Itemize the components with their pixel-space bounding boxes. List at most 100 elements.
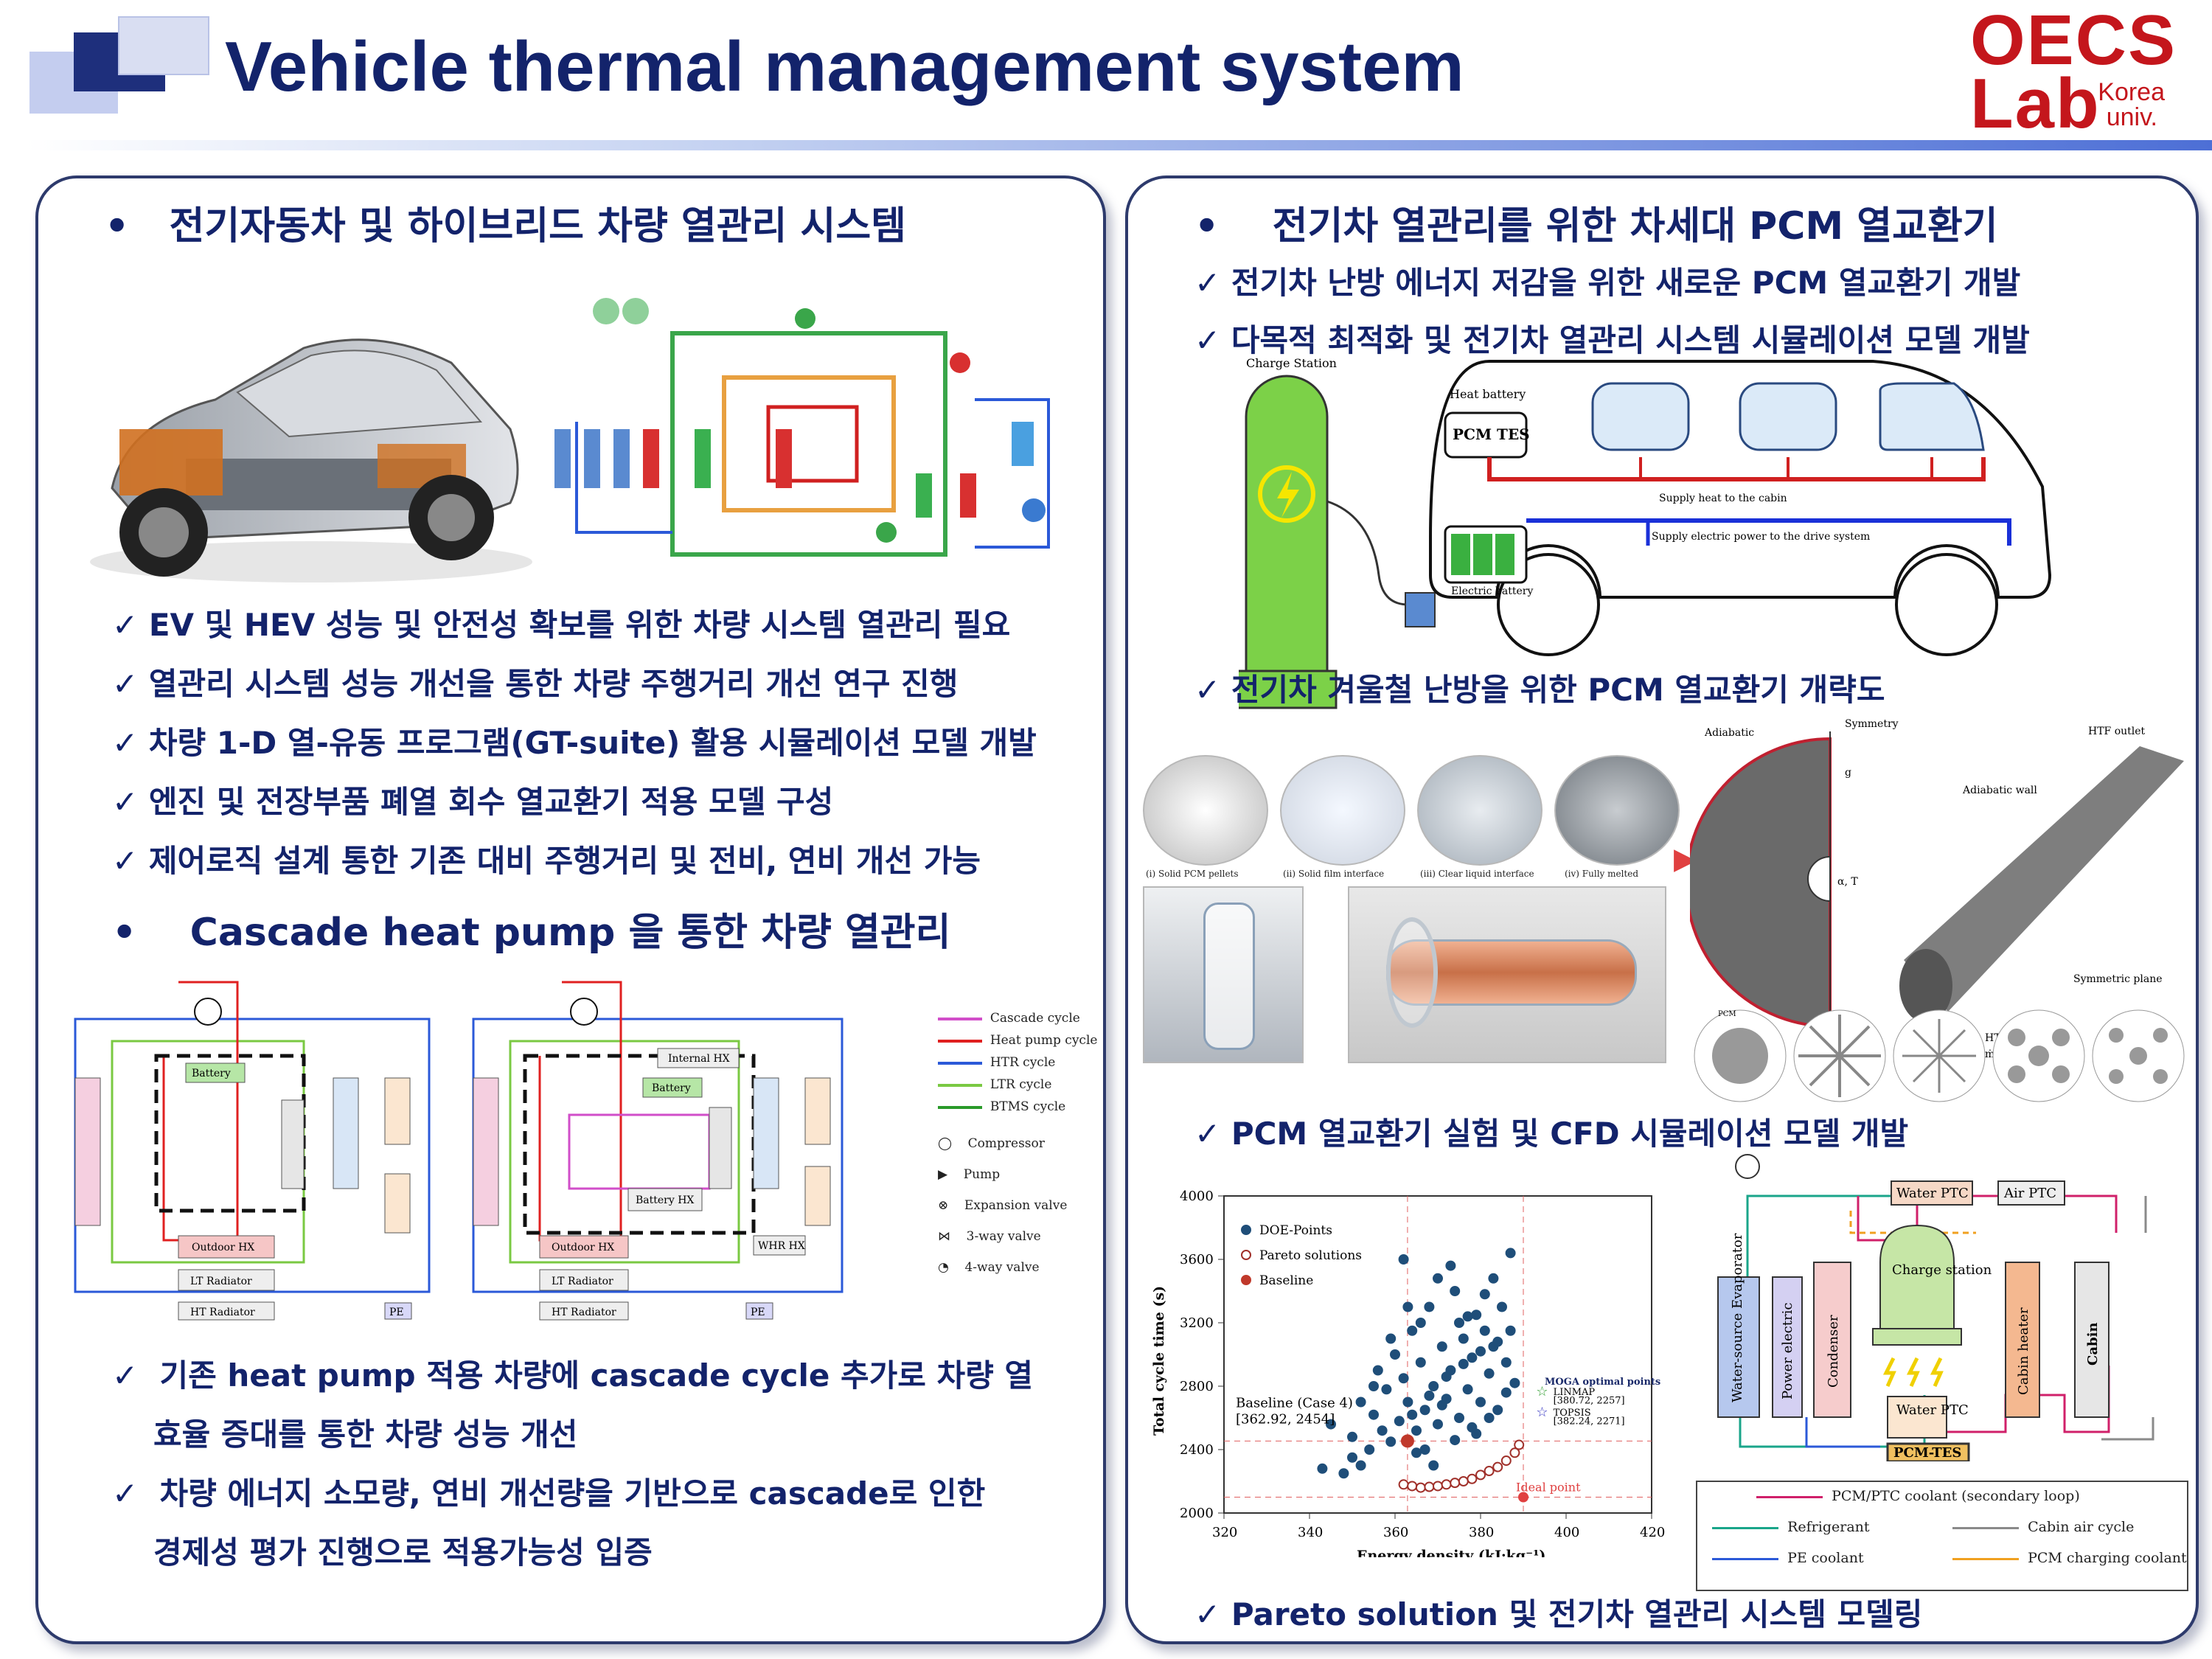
data-point xyxy=(1317,1463,1328,1474)
photo-caption: (iii) Clear liquid interface xyxy=(1420,869,1534,879)
data-point xyxy=(1475,1346,1486,1357)
list-item: ✓ 엔진 및 전장부품 폐열 회수 열교환기 적용 모델 구성 xyxy=(112,784,834,820)
data-point xyxy=(1454,1318,1464,1328)
pcm-heat-exchanger-photo xyxy=(1348,886,1666,1063)
supply-power-label: Supply electric power to the drive syste… xyxy=(1652,531,1870,543)
logo-text-oecs: OECS xyxy=(1969,1,2177,80)
cabin-heater-label: Cabin heater xyxy=(2016,1307,2031,1395)
data-point xyxy=(1407,1325,1418,1336)
data-point xyxy=(1462,1311,1473,1322)
photo-caption: (iv) Fully melted xyxy=(1565,869,1639,879)
charge-station-label: Charge station xyxy=(1892,1262,1992,1278)
data-point xyxy=(1415,1482,1426,1493)
alpha-label: α, T xyxy=(1837,876,1858,888)
data-point xyxy=(1479,1325,1490,1336)
cfd-domain-figure: Adiabatic Symmetry g α, T HTF outlet Adi… xyxy=(1685,717,2199,1078)
x-tick-label: 380 xyxy=(1469,1525,1494,1540)
water-ptc-label: Water PTC xyxy=(1896,1186,1969,1201)
y-tick-label: 3200 xyxy=(1180,1315,1214,1331)
pcm-label: PCM xyxy=(1718,1010,1736,1018)
outdoor-hx-label: Outdoor HX xyxy=(552,1242,614,1253)
data-point xyxy=(1390,1349,1400,1360)
battery-label: Battery xyxy=(652,1082,691,1094)
x-tick-label: 360 xyxy=(1383,1525,1408,1540)
linmap-star: ☆ xyxy=(1536,1384,1548,1399)
data-point xyxy=(1398,1479,1409,1490)
list-item: ✓ 열관리 시스템 성능 개선을 통한 차량 주행거리 개선 연구 진행 xyxy=(112,666,959,702)
data-point xyxy=(1475,1397,1486,1408)
data-point xyxy=(1454,1413,1464,1423)
data-point xyxy=(1398,1254,1409,1265)
data-point xyxy=(1500,1387,1512,1398)
legend-item: PCM charging coolant xyxy=(1952,1550,2187,1566)
data-point xyxy=(1347,1452,1357,1463)
x-tick-label: 340 xyxy=(1298,1525,1323,1540)
ideal-point-label: Ideal point xyxy=(1516,1481,1581,1495)
data-point xyxy=(1436,1341,1447,1352)
data-point xyxy=(1467,1352,1478,1363)
data-point xyxy=(1441,1479,1452,1490)
x-axis-label: Energy density (kJ·kg⁻¹) xyxy=(1357,1548,1545,1557)
linmap-label: LINMAP xyxy=(1554,1387,1596,1398)
list-item: ✓ 차량 에너지 소모량, 연비 개선량을 기반으로 cascade로 인한 xyxy=(112,1475,986,1512)
legend-item: HTR cycle xyxy=(938,1051,1097,1074)
topsis-label: TOPSIS xyxy=(1554,1408,1591,1419)
pe-label: PE xyxy=(751,1307,765,1318)
gravity-label: g xyxy=(1845,767,1851,779)
system-legend: PCM/PTC coolant (secondary loop) Refrige… xyxy=(1696,1481,2188,1591)
data-point xyxy=(1462,1384,1473,1395)
cycle-legend: Cascade cycle Heat pump cycle HTR cycle … xyxy=(938,1007,1097,1279)
gt-suite-model-diagram xyxy=(547,289,1078,584)
y-tick-label: 2800 xyxy=(1180,1379,1214,1394)
data-point xyxy=(1509,1447,1520,1458)
data-point xyxy=(1411,1447,1422,1458)
legend-label: Pareto solutions xyxy=(1259,1248,1362,1263)
data-point xyxy=(1488,1273,1499,1284)
experiment-rig-photo xyxy=(1143,886,1304,1063)
moga-title: MOGA optimal points xyxy=(1545,1377,1660,1388)
data-point xyxy=(1450,1478,1461,1489)
data-point xyxy=(1484,1466,1495,1477)
header-logo-squares xyxy=(29,15,209,118)
data-point xyxy=(1492,1405,1503,1416)
list-item: ✓ 전기차 난방 에너지 저감을 위한 새로운 PCM 열교환기 개발 xyxy=(1194,265,2021,301)
legend-item: Heat pump cycle xyxy=(938,1029,1097,1051)
left-section2-title: • Cascade heat pump 을 통한 차량 열관리 xyxy=(112,911,951,955)
y-tick-label: 3600 xyxy=(1180,1252,1214,1267)
pcm-melting-photos: (i) Solid PCM pellets (ii) Solid film in… xyxy=(1143,755,1696,888)
internal-hx-label: Internal HX xyxy=(668,1053,730,1065)
data-point xyxy=(1497,1301,1507,1312)
data-point xyxy=(1415,1318,1426,1328)
topsis-value: [382.24, 2271] xyxy=(1554,1416,1625,1427)
left-section1-title: • 전기자동차 및 하이브리드 차량 열관리 시스템 xyxy=(105,204,907,248)
data-point xyxy=(1441,1371,1452,1382)
cabin-label: Cabin xyxy=(2085,1323,2101,1366)
ev-pcm-schematic: Charge Station Heat battery PCM TES Supp… xyxy=(1236,354,2094,826)
data-point xyxy=(1385,1333,1397,1344)
data-point xyxy=(1479,1289,1490,1300)
data-point xyxy=(1514,1439,1525,1450)
data-point xyxy=(1355,1397,1366,1408)
legend-item: PE coolant xyxy=(1712,1550,1864,1566)
data-point xyxy=(1505,1325,1516,1336)
heat-pump-diagram: Battery Outdoor HX LT Radiator HT Radiat… xyxy=(60,967,444,1321)
data-point xyxy=(1505,1248,1516,1259)
fin-configurations: PCM xyxy=(1688,997,2197,1122)
data-point xyxy=(1424,1301,1435,1312)
data-point xyxy=(1424,1481,1435,1492)
whr-hx-label: WHR HX xyxy=(758,1240,805,1252)
data-point xyxy=(1326,1419,1336,1430)
legend-marker xyxy=(1241,1225,1251,1235)
data-point xyxy=(1347,1431,1357,1442)
data-point xyxy=(1394,1416,1405,1427)
data-point xyxy=(1368,1381,1379,1391)
data-point xyxy=(1436,1399,1447,1411)
data-point xyxy=(1402,1397,1413,1408)
legend-item: LTR cycle xyxy=(938,1074,1097,1096)
battery-hx-label: Battery HX xyxy=(636,1194,694,1206)
baseline-annotation-value: [362.92, 2454] xyxy=(1236,1411,1335,1427)
legend-label: Baseline xyxy=(1259,1273,1313,1288)
list-item: ✓ 기존 heat pump 적용 차량에 cascade cycle 추가로 … xyxy=(112,1357,1034,1394)
condenser-label: Condenser xyxy=(1826,1315,1841,1388)
